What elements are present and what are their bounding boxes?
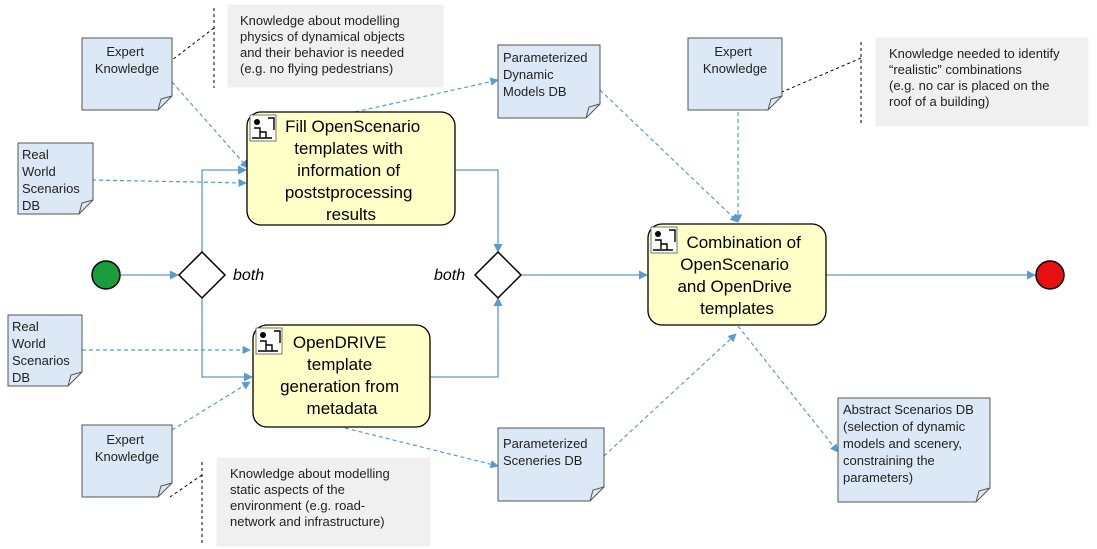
association-realistic bbox=[781, 57, 862, 93]
document-expert-knowledge-bottom-label: Expert Knowledge bbox=[95, 432, 159, 464]
document-expert-knowledge-top-label: Expert Knowledge bbox=[95, 44, 159, 76]
assoc-realworld-top-to-fill bbox=[91, 178, 247, 188]
assoc-dynamic-to-combination bbox=[599, 89, 739, 223]
document-abstract-scenarios-label: Abstract Scenarios DB (selection of dyna… bbox=[843, 402, 977, 485]
task-fill-openscenario[interactable]: Fill OpenScenario templates with informa… bbox=[246, 111, 456, 226]
annotation-realistic-text: Knowledge needed to identify “realistic”… bbox=[889, 46, 1063, 109]
flow-split-to-opendrive bbox=[201, 298, 253, 382]
document-real-world-bottom[interactable]: Real World Scenarios DB bbox=[7, 314, 83, 387]
annotation-physics: Knowledge about modelling physics of dyn… bbox=[213, 4, 444, 88]
flow-split-to-fill bbox=[201, 165, 247, 252]
assoc-combination-to-abstract bbox=[737, 325, 839, 453]
document-parameterized-sceneries[interactable]: Parameterized Sceneries DB bbox=[497, 427, 605, 502]
document-parameterized-sceneries-label: Parameterized Sceneries DB bbox=[503, 436, 591, 468]
user-task-icon bbox=[249, 114, 277, 142]
document-expert-knowledge-bottom[interactable]: Expert Knowledge bbox=[81, 424, 173, 498]
assoc-expert-bottom-to-opendrive bbox=[171, 381, 251, 431]
parallel-gateway-split[interactable]: both bbox=[177, 250, 264, 300]
annotation-physics-text: Knowledge about modelling physics of dyn… bbox=[240, 13, 408, 76]
association-static bbox=[169, 474, 203, 498]
document-parameterized-dynamic-label: Parameterized Dynamic Models DB bbox=[503, 50, 591, 99]
user-task-icon bbox=[255, 327, 283, 355]
document-real-world-top[interactable]: Real World Scenarios DB bbox=[17, 142, 94, 215]
assoc-sceneries-to-combination bbox=[603, 333, 737, 457]
document-real-world-top-label: Real World Scenarios DB bbox=[22, 147, 83, 213]
flow-opendrive-to-join bbox=[430, 297, 503, 378]
start-event[interactable] bbox=[91, 260, 121, 290]
assoc-expert-top-to-fill bbox=[171, 81, 249, 169]
document-parameterized-dynamic[interactable]: Parameterized Dynamic Models DB bbox=[497, 44, 601, 119]
task-fill-openscenario-label: Fill OpenScenario templates with informa… bbox=[285, 117, 425, 224]
gateway-split-label: both bbox=[233, 267, 264, 284]
parallel-gateway-join[interactable]: both bbox=[434, 250, 523, 300]
gateway-join-label: both bbox=[434, 267, 465, 284]
task-combination-label: Combination of OpenScenario and OpenDriv… bbox=[677, 233, 805, 318]
document-real-world-bottom-label: Real World Scenarios DB bbox=[12, 319, 73, 385]
flow-fill-to-join bbox=[456, 169, 503, 253]
user-task-icon bbox=[650, 226, 678, 254]
document-abstract-scenarios[interactable]: Abstract Scenarios DB (selection of dyna… bbox=[837, 397, 991, 503]
annotation-realistic: Knowledge needed to identify “realistic”… bbox=[860, 37, 1089, 127]
assoc-opendrive-to-sceneries bbox=[344, 427, 499, 469]
end-event[interactable] bbox=[1035, 260, 1065, 290]
annotation-static-text: Knowledge about modelling static aspects… bbox=[230, 466, 393, 529]
association-physics bbox=[171, 27, 215, 61]
document-expert-knowledge-right[interactable]: Expert Knowledge bbox=[687, 37, 783, 111]
sequence-flows bbox=[121, 165, 1036, 382]
document-expert-knowledge-right-label: Expert Knowledge bbox=[703, 44, 767, 76]
assoc-fill-to-dynamic bbox=[354, 77, 499, 113]
task-opendrive-generation[interactable]: OpenDRIVE template generation from metad… bbox=[252, 324, 431, 428]
annotation-static: Knowledge about modelling static aspects… bbox=[201, 457, 431, 547]
task-combination[interactable]: Combination of OpenScenario and OpenDriv… bbox=[647, 223, 827, 326]
data-associations bbox=[82, 77, 839, 469]
document-expert-knowledge-top[interactable]: Expert Knowledge bbox=[81, 37, 173, 111]
task-opendrive-generation-label: OpenDRIVE template generation from metad… bbox=[280, 333, 404, 418]
